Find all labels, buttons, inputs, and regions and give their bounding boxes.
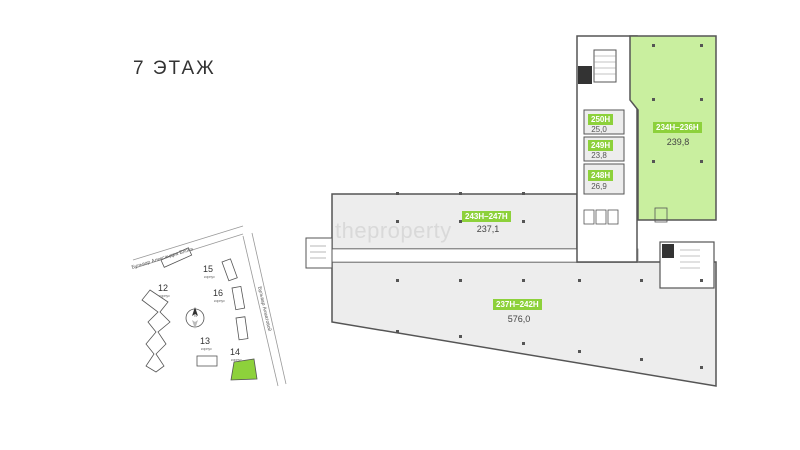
unit-243h-247h-shape[interactable] (331, 193, 578, 250)
site-building-15-label: 15 (203, 264, 214, 274)
site-building-16-label: 16 (213, 288, 224, 298)
site-building-14-label: 14 (230, 347, 241, 357)
staircase-left (305, 237, 333, 269)
unit-250h-label: 250Н (588, 114, 614, 125)
unit-249h-area: 23,8 (591, 151, 607, 160)
unit-237h-242h-label: 237Н–242Н (493, 299, 542, 310)
staircase-top (593, 49, 617, 83)
site-building-15-sub: корпус (204, 275, 215, 279)
site-map (132, 225, 287, 387)
unit-249h-label: 249Н (588, 140, 614, 151)
site-building-14-sub: корпус (231, 358, 242, 362)
site-building-12-sub: корпус (159, 294, 170, 298)
site-building-12-label: 12 (158, 283, 169, 293)
floor-title: 7 ЭТАЖ (133, 58, 216, 79)
unit-243h-247h-label: 243Н–247Н (462, 211, 511, 222)
unit-248h-label: 248Н (588, 170, 614, 181)
compass-label: N (194, 313, 197, 318)
unit-250h-area: 25,0 (591, 125, 607, 134)
unit-237h-242h-area: 576,0 (507, 314, 531, 324)
site-building-16-sub: корпус (214, 299, 225, 303)
unit-234h-236h-label: 234Н–236Н (653, 122, 702, 133)
site-building-13-sub: корпус (201, 347, 212, 351)
unit-248h-area: 26,9 (591, 182, 607, 191)
unit-243h-247h-area: 237,1 (476, 224, 500, 234)
site-building-13-label: 13 (200, 336, 211, 346)
site-building-14-shape (230, 358, 258, 381)
unit-234h-236h-area: 239,8 (666, 137, 690, 147)
columns (396, 44, 703, 369)
